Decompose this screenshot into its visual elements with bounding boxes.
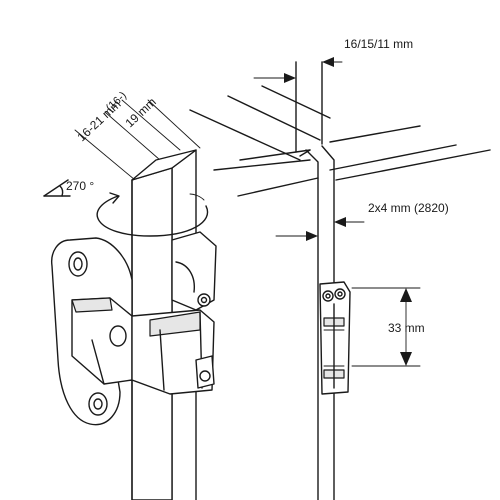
- slot-dimension-arrows: [275, 217, 365, 241]
- angle-symbol: [43, 179, 71, 197]
- door-thickness-19-label: 19 mm: [122, 95, 158, 130]
- door-thickness-extension-lines: [74, 99, 201, 181]
- gap-dimension-arrows: [253, 57, 343, 83]
- hinge-spacing-dimension: [351, 287, 421, 367]
- hinge-knuckle: [131, 231, 217, 395]
- concealed-hinge-right: [319, 281, 351, 395]
- slot-size-label: 2x4 mm (2820): [368, 201, 449, 215]
- door-gap-edges: [295, 61, 335, 500]
- cabinet-top-outline: [189, 85, 491, 197]
- hinge-mounting-plate: [51, 237, 133, 426]
- hinge-spacing-label: 33 mm: [388, 321, 425, 335]
- rotation-arrow: [96, 192, 209, 237]
- gap-width-label: 16/15/11 mm: [344, 37, 413, 51]
- opening-angle-label: 270 °: [66, 179, 94, 193]
